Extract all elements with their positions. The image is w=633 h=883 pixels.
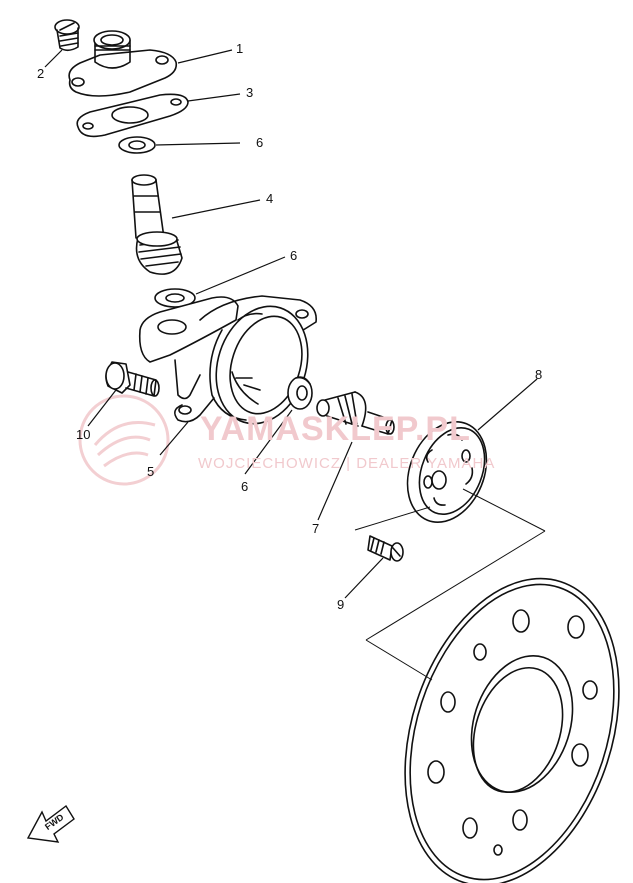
- part-washer-6b: [154, 288, 196, 308]
- callout-4: 4: [266, 191, 274, 206]
- callout-2: 2: [37, 66, 45, 81]
- callout-6b: 6: [290, 248, 298, 263]
- callout-6a: 6: [256, 135, 264, 150]
- part-drive-gear-7: [316, 391, 395, 435]
- callout-10: 10: [76, 427, 91, 442]
- watermark-logo-icon: [78, 394, 170, 486]
- part-housing-top-1: [68, 30, 178, 97]
- part-screw-9: [367, 535, 404, 562]
- callout-3: 3: [246, 85, 254, 100]
- part-screw-2: [54, 19, 80, 52]
- callout-8: 8: [535, 367, 543, 382]
- callout-1: 1: [236, 41, 244, 56]
- callout-9: 9: [337, 597, 345, 612]
- part-gasket-3: [76, 93, 189, 138]
- watermark-brand: YAMASKLEP.PL: [200, 410, 471, 448]
- part-gear-shaft-4: [131, 174, 183, 275]
- part-bolt-10: [105, 361, 160, 397]
- brake-disc: [404, 577, 620, 883]
- fwd-arrow-icon: [26, 804, 75, 843]
- watermark-tagline: WOJCIECHOWICZ | DEALER YAMAHA: [198, 455, 496, 472]
- assembly-lines: [354, 488, 546, 681]
- part-gear-housing-5: [138, 295, 317, 425]
- leader-lines: [44, 49, 538, 599]
- callout-6c: 6: [241, 479, 249, 494]
- callout-5: 5: [147, 464, 155, 479]
- part-washer-6c: [287, 376, 313, 410]
- part-washer-6a: [118, 136, 156, 154]
- part-retainer-8: [406, 421, 488, 523]
- callout-7: 7: [312, 521, 320, 536]
